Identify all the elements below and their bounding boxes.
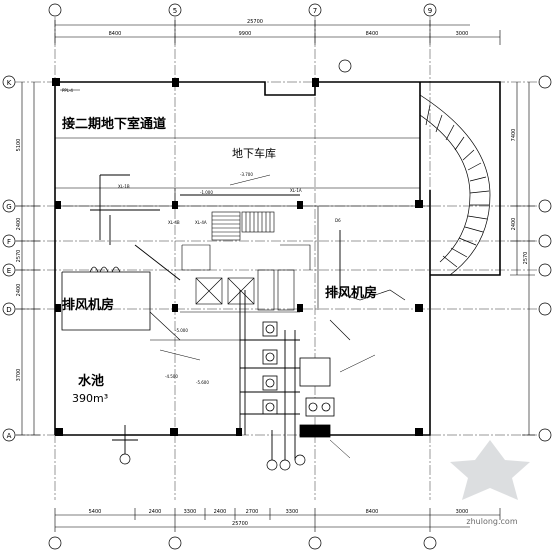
- level-1: -1.000: [200, 190, 213, 195]
- bottom-dim-8: 3000: [456, 509, 469, 515]
- fan-room: [61, 266, 151, 331]
- right-dim-1: 7400: [511, 129, 517, 142]
- left-dim-1: 5100: [16, 139, 22, 152]
- level-3: -4.500: [165, 374, 178, 379]
- level-4: -5.000: [175, 328, 188, 333]
- leader-lines: [60, 89, 376, 459]
- watermark-logo: [450, 440, 530, 500]
- top-dim-3: 8400: [366, 31, 379, 37]
- columns: [52, 78, 423, 436]
- axis-top-9: 9: [428, 7, 432, 15]
- right-dim-2: 2400: [511, 218, 517, 231]
- fan-room-label-2: 排风机房: [325, 285, 377, 301]
- axis-left-D: D: [6, 306, 11, 314]
- bottom-dim-6: 3300: [286, 509, 299, 515]
- left-dim-2: 2400: [16, 218, 22, 231]
- tag-xl1b: XL-1B: [118, 184, 130, 189]
- bottom-dim-1: 5400: [89, 509, 102, 515]
- axis-top-5: 5: [173, 7, 177, 15]
- left-dim-3: 2570: [16, 250, 22, 263]
- bottom-total-dim: 25700: [232, 521, 248, 527]
- bottom-dimension-chain: [54, 508, 501, 532]
- grid-lines: [15, 17, 540, 500]
- axis-left-G: G: [6, 203, 11, 211]
- pump-equipment: [262, 321, 335, 438]
- axis-left-E: E: [7, 267, 11, 275]
- bottom-dim-2: 2400: [149, 509, 162, 515]
- top-dim-1: 8400: [109, 31, 122, 37]
- bottom-dim-7: 8400: [366, 509, 379, 515]
- tag-xl1a: XL-1A: [290, 188, 302, 193]
- tag-xl4b: XL-4B: [168, 220, 180, 225]
- level-2: -3.700: [240, 172, 253, 177]
- right-dim-3: 2570: [523, 252, 529, 265]
- axis-bubbles-right: [538, 75, 552, 442]
- left-dim-5: 3700: [16, 369, 22, 382]
- bottom-dim-5: 2700: [246, 509, 259, 515]
- pool-volume-label: 390m³: [72, 392, 108, 405]
- pipelines: [90, 174, 341, 460]
- top-total-dim: 25700: [247, 19, 263, 25]
- axis-bubbles-top: [48, 3, 437, 73]
- axis-left-A: A: [7, 432, 12, 440]
- spiral-ramp: [419, 94, 491, 276]
- watermark-text: zhulong.com: [466, 517, 517, 526]
- fan-room-label: 排风机房: [62, 297, 114, 313]
- top-dimension-chain: [54, 20, 501, 45]
- building-walls: [54, 81, 501, 436]
- tag-ppl: PPL-4: [62, 88, 73, 93]
- pool-label: 水池: [78, 373, 104, 389]
- passage-label: 接二期地下室通道: [62, 116, 166, 132]
- axis-left-K: K: [7, 79, 12, 87]
- garage-lines: [55, 137, 430, 207]
- top-dim-4: 3000: [456, 31, 469, 37]
- axis-bubbles-bottom: [48, 453, 437, 550]
- stair-core: [180, 206, 406, 341]
- left-dim-4: 2400: [16, 284, 22, 297]
- axis-top-7: 7: [313, 7, 317, 15]
- pool-partitions: [149, 311, 240, 341]
- axis-left-F: F: [7, 238, 11, 246]
- tag-d6: D6: [335, 218, 341, 223]
- tag-xl4a: XL-4A: [195, 220, 207, 225]
- level-5: -5.600: [196, 380, 209, 385]
- bottom-dim-3: 3300: [184, 509, 197, 515]
- axis-bubbles-left: [2, 75, 16, 442]
- bottom-dim-4: 2400: [214, 509, 227, 515]
- garage-label: 地下车库: [232, 146, 276, 160]
- top-dim-2: 9900: [239, 31, 252, 37]
